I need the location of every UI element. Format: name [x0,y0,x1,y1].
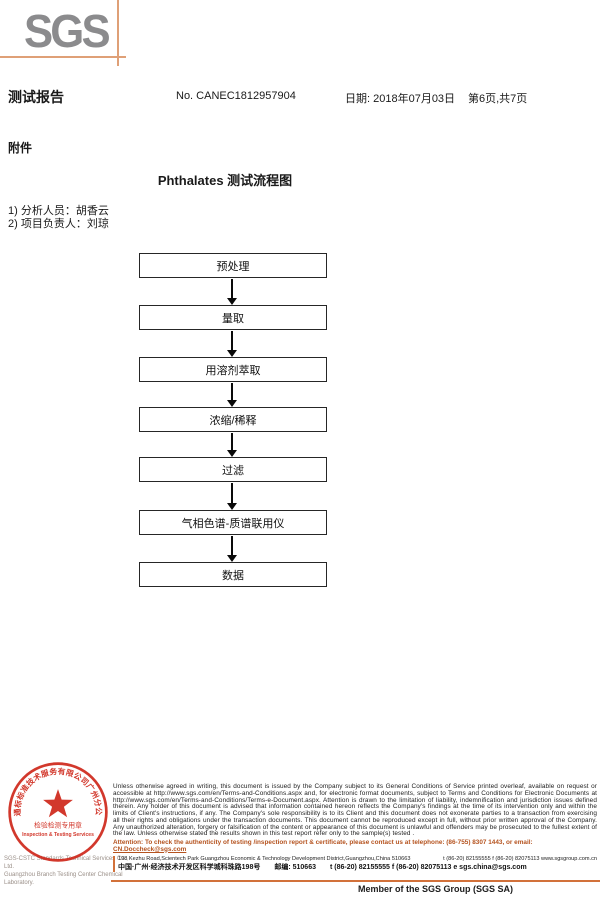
stamp-star-icon [43,789,73,818]
flow-arrow-down-icon [227,383,237,407]
flow-step-label: 量取 [222,312,244,325]
flow-step-box: 过滤 [139,457,327,482]
inspection-seal-stamp: 通标标准技术服务有限公司广州分公司 检验检测专用章 Inspection & T… [6,760,108,862]
report-date: 日期: 2018年07月03日 [345,93,456,105]
flow-step-label: 过滤 [222,464,244,477]
flow-step-box: 用溶剂萃取 [139,357,327,382]
flow-arrow-down-icon [227,433,237,457]
lab-branch-en: Guangzhou Branch Testing Center Chemical… [4,872,123,886]
address-row-en: 198 Kezhu Road,Scientech Park Guangzhou … [118,856,597,863]
flow-step-box: 量取 [139,305,327,330]
authenticity-attention: Attention: To check the authenticity of … [113,839,597,853]
address-cn: 中国·广州·经济技术开发区科学城科珠路198号 [118,864,261,872]
address-en: 198 Kezhu Road,Scientech Park Guangzhou … [118,856,411,863]
analyst-line: 1) 分析人员：胡香云 [8,205,109,217]
flow-arrow-down-icon [227,279,237,305]
logo-horizontal-rule [0,56,126,58]
flow-arrow-down-icon [227,331,237,357]
flow-step-box: 预处理 [139,253,327,278]
page-indicator: 第6页,共7页 [468,93,528,105]
stamp-outer-ring [8,762,108,862]
flow-step-label: 数据 [222,569,244,582]
address-block: 198 Kezhu Road,Scientech Park Guangzhou … [113,856,597,873]
attachment-label: 附件 [8,141,33,155]
flow-step-box: 浓缩/稀释 [139,407,327,432]
terms-disclaimer: Unless otherwise agreed in writing, this… [113,783,597,838]
flow-step-label: 预处理 [216,260,250,273]
report-number: No. CANEC1812957904 [176,90,296,102]
sgs-logo: SGS [24,5,111,57]
footer-rule [111,880,600,882]
flow-step-label: 浓缩/稀释 [209,414,257,427]
footer: Unless otherwise agreed in writing, this… [113,783,597,873]
stamp-seal-sublabel: Inspection & Testing Services [22,832,94,838]
flowchart-title: Phthalates 测试流程图 [157,173,293,188]
flow-step-box: 气相色谱-质谱联用仪 [139,510,327,535]
address-cn-postal: 邮编: 510663 [274,864,316,872]
attention-text: Attention: To check the authenticity of … [113,839,533,846]
sgs-membership-note: Member of the SGS Group (SGS SA) [357,884,513,894]
flow-step-box: 数据 [139,562,327,587]
flow-arrow-down-icon [227,536,237,562]
address-cn-contact: t (86-20) 82155555 f (86-20) 82075113 e … [329,864,527,872]
address-en-contact: t (86-20) 82155555 f (86-20) 82075113 ww… [443,856,597,863]
report-title: 测试报告 [8,89,64,105]
stamp-seal-label: 检验检测专用章 [34,821,82,830]
flow-step-label: 用溶剂萃取 [205,364,261,377]
doccheck-email-link[interactable]: CN.Doccheck@sgs.com [113,845,187,853]
flow-arrow-down-icon [227,483,237,510]
logo-vertical-rule [117,0,119,66]
project-manager-line: 2) 项目负责人：刘琼 [8,218,109,230]
flow-step-label: 气相色谱-质谱联用仪 [181,517,285,530]
address-row-cn: 中国·广州·经济技术开发区科学城科珠路198号 邮编: 510663 t (86… [118,863,597,872]
